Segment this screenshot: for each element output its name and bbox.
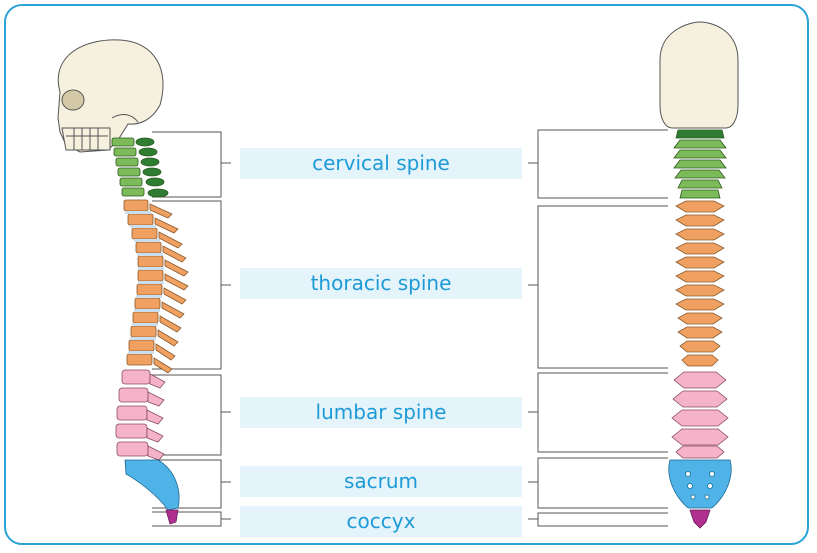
label-lumbar-spine: lumbar spine bbox=[240, 397, 522, 428]
back-thoracic-vertebrae bbox=[676, 201, 724, 366]
back-cervical-vertebrae bbox=[674, 130, 726, 198]
right-brackets bbox=[528, 130, 668, 526]
label-cervical-spine: cervical spine bbox=[240, 148, 522, 179]
back-sacrum bbox=[669, 460, 731, 508]
label-coccyx: coccyx bbox=[240, 506, 522, 537]
label-sacrum: sacrum bbox=[240, 466, 522, 497]
label-thoracic-spine: thoracic spine bbox=[240, 268, 522, 299]
back-skull bbox=[660, 22, 738, 128]
side-sacrum bbox=[125, 460, 179, 510]
side-coccyx bbox=[166, 510, 178, 524]
side-lumbar-vertebrae bbox=[116, 370, 165, 460]
back-coccyx bbox=[690, 510, 710, 528]
back-lumbar-vertebrae bbox=[672, 372, 728, 458]
side-skull bbox=[58, 40, 163, 152]
side-cervical-vertebrae bbox=[112, 138, 168, 197]
side-thoracic-vertebrae bbox=[124, 200, 188, 373]
